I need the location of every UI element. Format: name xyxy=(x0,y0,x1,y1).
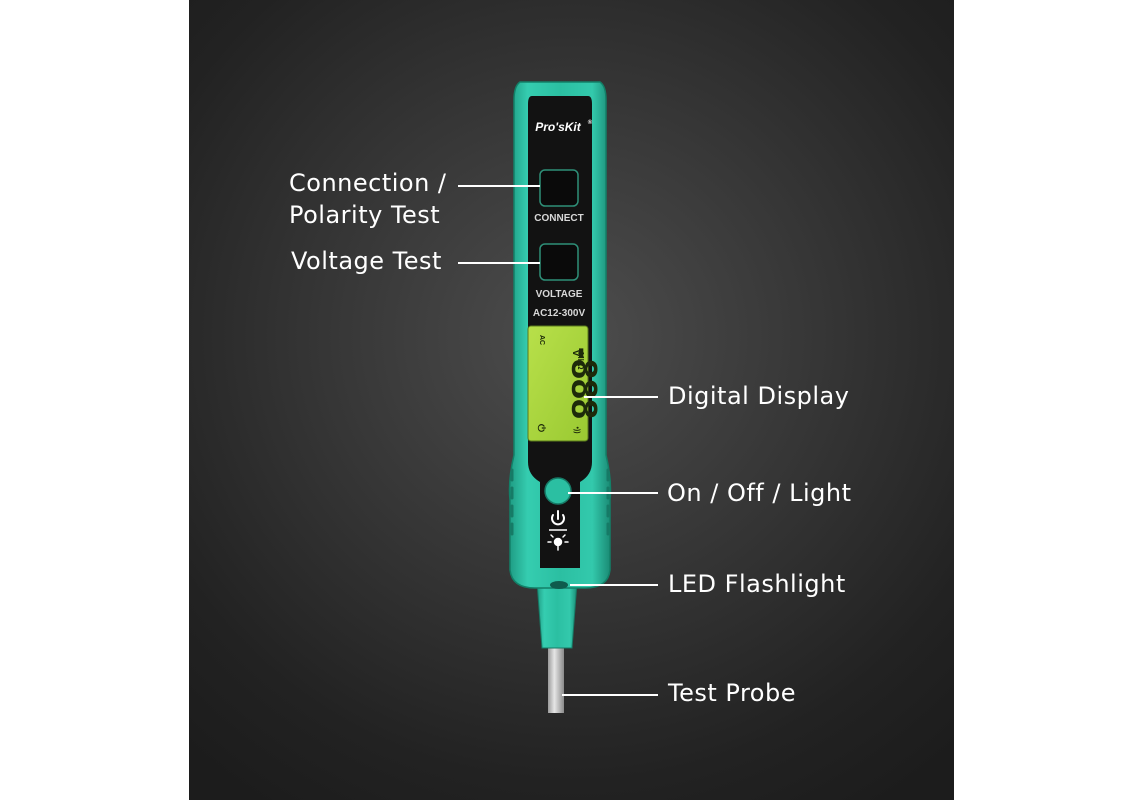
callout-connection: Connection / Polarity Test xyxy=(289,167,447,231)
voltage-label: VOLTAGE xyxy=(536,289,583,300)
callout-voltage-line1: Voltage Test xyxy=(291,247,442,275)
brand-mark: ® xyxy=(588,119,593,126)
power-light-button[interactable] xyxy=(544,477,572,505)
callout-power-line1: On / Off / Light xyxy=(667,479,852,507)
voltage-button[interactable] xyxy=(539,243,579,281)
callout-flashlight: LED Flashlight xyxy=(668,568,846,600)
connection-leader xyxy=(458,185,540,187)
callout-display: Digital Display xyxy=(668,380,849,412)
display-power-symbol: ⏻ xyxy=(535,424,547,432)
probe-leader xyxy=(562,694,658,696)
connect-label: CONNECT xyxy=(534,213,583,224)
callout-flashlight-line1: LED Flashlight xyxy=(668,570,846,598)
callout-power: On / Off / Light xyxy=(667,477,851,509)
voltage-range: AC12-300V xyxy=(533,308,586,319)
flashlight-icon xyxy=(547,534,569,551)
led-flashlight xyxy=(550,581,568,589)
flashlight-leader xyxy=(570,584,658,586)
callout-connection-line2: Polarity Test xyxy=(289,201,441,229)
callout-probe-line1: Test Probe xyxy=(668,679,796,707)
voltage-leader xyxy=(458,262,540,264)
callout-probe: Test Probe xyxy=(668,677,796,709)
digital-display xyxy=(527,325,589,442)
display-digits: -888 xyxy=(564,347,605,419)
test-probe xyxy=(548,640,564,713)
display-unit-ohm: MkΩ xyxy=(576,352,585,370)
callout-connection-line1: Connection / xyxy=(289,169,447,197)
probe-sheath xyxy=(536,581,578,649)
display-leader xyxy=(584,396,658,398)
display-unit-v: V xyxy=(570,349,582,357)
brand-logo: Pro'sKit xyxy=(535,120,582,134)
display-buzzer-symbol: •)) xyxy=(573,426,580,433)
callout-voltage: Voltage Test xyxy=(291,245,442,277)
connect-button[interactable] xyxy=(539,169,579,207)
callout-display-line1: Digital Display xyxy=(668,382,850,410)
display-ac-symbol: AC xyxy=(538,335,545,345)
power-icon xyxy=(551,510,565,526)
power-leader xyxy=(568,492,658,494)
